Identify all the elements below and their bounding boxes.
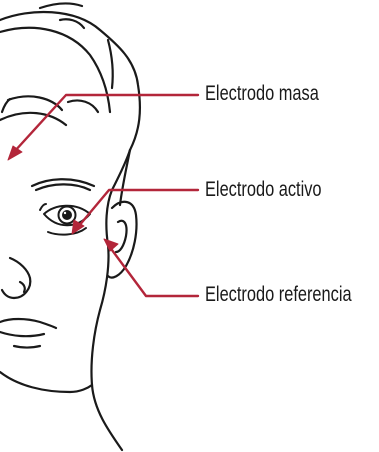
ear — [108, 202, 137, 278]
hair-outline — [0, 4, 140, 150]
arrow-referencia — [104, 239, 198, 296]
arrow-masa — [8, 95, 198, 160]
chin-outline — [0, 372, 92, 392]
mouth — [0, 319, 56, 348]
label-electrodo-masa: Electrodo masa — [205, 83, 319, 104]
label-electrodo-referencia: Electrodo referencia — [205, 284, 352, 305]
eye — [40, 204, 90, 235]
label-electrodo-activo: Electrodo activo — [205, 179, 322, 200]
eyebrow — [32, 179, 94, 190]
nose — [2, 258, 30, 298]
face-outline — [91, 150, 130, 450]
